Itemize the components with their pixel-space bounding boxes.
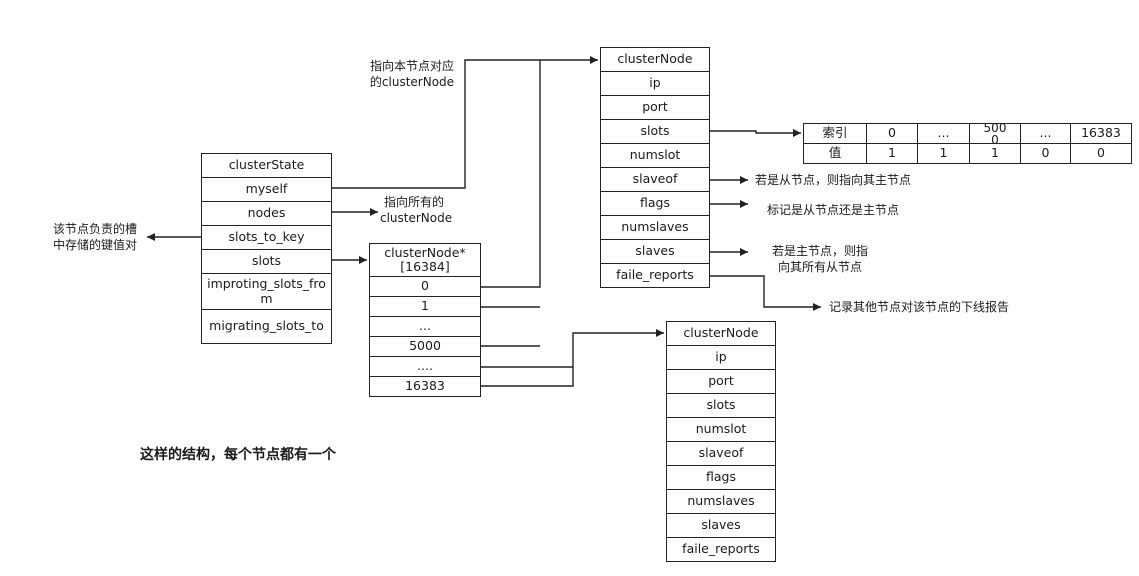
clusterstate-field: clusterState [201, 153, 332, 178]
annotation-myself-line: 的clusterNode [369, 75, 455, 89]
slots-array-type: clusterNode* [384, 244, 466, 260]
clusternode-top-field: slaveof [600, 167, 710, 192]
slots-table-value-cell: 0 [1070, 143, 1132, 164]
clusterstate-field: migrating_slots_to [201, 309, 332, 344]
clusternode-bottom-field: flags [666, 465, 776, 490]
clusterstate-field: improting_slots_from [201, 273, 332, 310]
clusternode-bottom-field: numslot [666, 417, 776, 442]
slots-array-item: 16383 [369, 376, 481, 397]
slots-array-header: clusterNode* [16384] [369, 243, 481, 277]
clusternode-bottom-field: numslaves [666, 489, 776, 514]
annotation-myself-line: 指向本节点对应 [369, 59, 454, 73]
annotation-myself: 指向本节点对应 的clusterNode [360, 58, 464, 90]
footer-caption: 这样的结构，每个节点都有一个 [140, 447, 336, 463]
slots-table-value-cell: 值 [803, 143, 867, 164]
clusternode-top-field: slaves [600, 239, 710, 264]
slots-table-value-cell: 0 [1020, 143, 1071, 164]
annotation-flags: 标记是从节点还是主节点 [767, 203, 900, 217]
annotation-slots-to-key-line: 该节点负责的槽 [53, 222, 138, 236]
annotation-slots-to-key-line: 中存储的键值对 [53, 238, 138, 252]
connector-slot-16383 [481, 329, 664, 387]
clusterstate-field: slots [201, 249, 332, 274]
clusternode-bottom-field: faile_reports [666, 537, 776, 562]
annotation-slaves: 若是主节点，则指 向其所有从节点 [772, 243, 868, 275]
clusternode-top-field: flags [600, 191, 710, 216]
annotation-slaves-line: 若是主节点，则指 [772, 244, 869, 258]
clusternode-top-field: faile_reports [600, 263, 710, 288]
annotation-nodes: 指向所有的 clusterNode [380, 194, 452, 226]
clusternode-top-field: slots [600, 119, 710, 144]
clusternode-top-field: ip [600, 71, 710, 96]
clusternode-bottom-field: slaves [666, 513, 776, 538]
clusternode-bottom-field: slaveof [666, 441, 776, 466]
annotation-slots-to-key: 该节点负责的槽 中存储的键值对 [53, 221, 137, 253]
annotation-slaveof: 若是从节点，则指向其主节点 [755, 173, 912, 187]
slots-table-value-cell: 1 [969, 143, 1021, 164]
clusternode-bottom-field: ip [666, 345, 776, 370]
clusternode-top-field: numslot [600, 143, 710, 168]
connector-slot-0 [481, 60, 541, 288]
clusternode-top-field: numslaves [600, 215, 710, 240]
slots-array-size: [16384] [400, 259, 450, 274]
clusterstate-field: nodes [201, 201, 332, 226]
annotation-slaves-line: 向其所有从节点 [778, 260, 863, 274]
annotation-fail-reports: 记录其他节点对该节点的下线报告 [829, 300, 1010, 314]
annotation-nodes-line: clusterNode [380, 211, 453, 225]
connector-myself [332, 56, 598, 189]
connector-node-slots [710, 129, 801, 137]
annotation-nodes-line: 指向所有的 [384, 195, 445, 209]
connector-fail-reports [710, 275, 821, 311]
